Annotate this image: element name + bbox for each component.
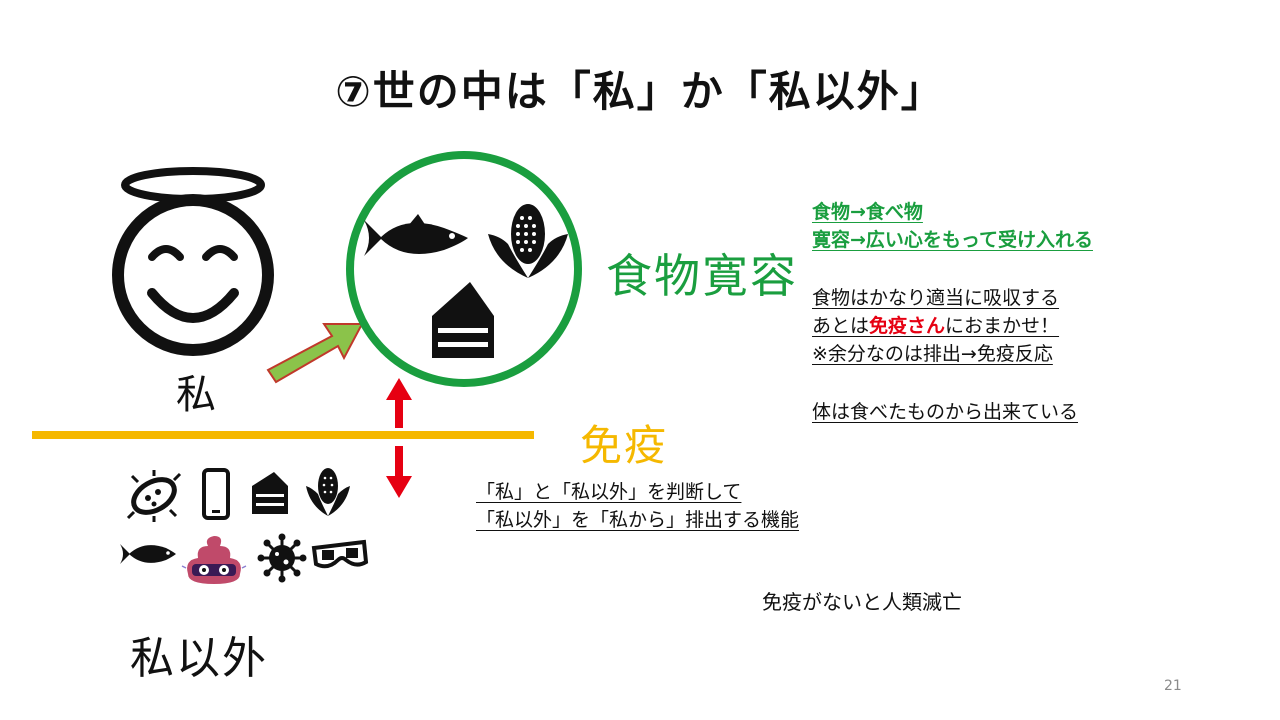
- note-line-1: 食物はかなり適当に吸収する: [812, 287, 1060, 309]
- immune-description-line-1: 「私」と「私以外」を判断して: [476, 481, 742, 503]
- red-double-arrow-icon: [386, 378, 412, 498]
- fish-icon: [120, 544, 176, 564]
- bacteria-icon: [126, 470, 182, 522]
- fish-icon: [364, 214, 468, 256]
- cake-icon: [252, 472, 288, 514]
- page-title: ⑦世の中は「私」か「私以外」: [335, 67, 945, 116]
- body-note: 体は食べたものから出来ている: [812, 401, 1079, 423]
- food-tolerance-label: 食物寛容: [606, 249, 798, 303]
- corn-icon: [488, 204, 568, 278]
- absorption-notes: 食物はかなり適当に吸収する あとは免疫さんにおまかせ！ ※余分なのは排出→免疫反…: [812, 284, 1059, 368]
- self-label: 私: [176, 372, 216, 418]
- immune-description: 「私」と「私以外」を判断して 「私以外」を「私から」排出する機能: [476, 478, 799, 534]
- note-line-2: あとは免疫さんにおまかせ！: [812, 312, 1059, 340]
- angel-smiley-icon: [112, 167, 274, 356]
- smartphone-icon: [202, 468, 230, 520]
- note-line-2-prefix: あとは: [812, 315, 870, 337]
- poop-icon: [181, 536, 247, 584]
- virus-icon: [257, 533, 307, 583]
- definition-food: 食物→食べ物: [812, 201, 923, 223]
- immunity-highlight: 免疫さん: [869, 315, 946, 337]
- extinction-note: 免疫がないと人類滅亡: [762, 590, 962, 614]
- boundary-line: [32, 431, 534, 439]
- definition-tolerance: 寛容→広い心をもって受け入れる: [812, 229, 1093, 251]
- 3d-glasses-icon: [311, 539, 369, 569]
- food-circle: [346, 151, 582, 387]
- others-label: 私以外: [130, 633, 268, 684]
- note-line-2-suffix: におまかせ！: [945, 315, 1060, 337]
- immune-description-line-2: 「私以外」を「私から」排出する機能: [476, 509, 800, 531]
- definitions-notes: 食物→食べ物 寛容→広い心をもって受け入れる: [812, 198, 1093, 254]
- others-icons-row-1: [126, 468, 350, 522]
- page-number: 21: [1164, 678, 1182, 694]
- green-arrow-icon: [266, 323, 364, 384]
- immunity-label: 免疫: [580, 421, 669, 470]
- note-line-3: ※余分なのは排出→免疫反応: [812, 343, 1053, 365]
- others-icons-row-2: [120, 533, 369, 584]
- corn-icon: [306, 468, 350, 516]
- cake-icon: [432, 282, 494, 358]
